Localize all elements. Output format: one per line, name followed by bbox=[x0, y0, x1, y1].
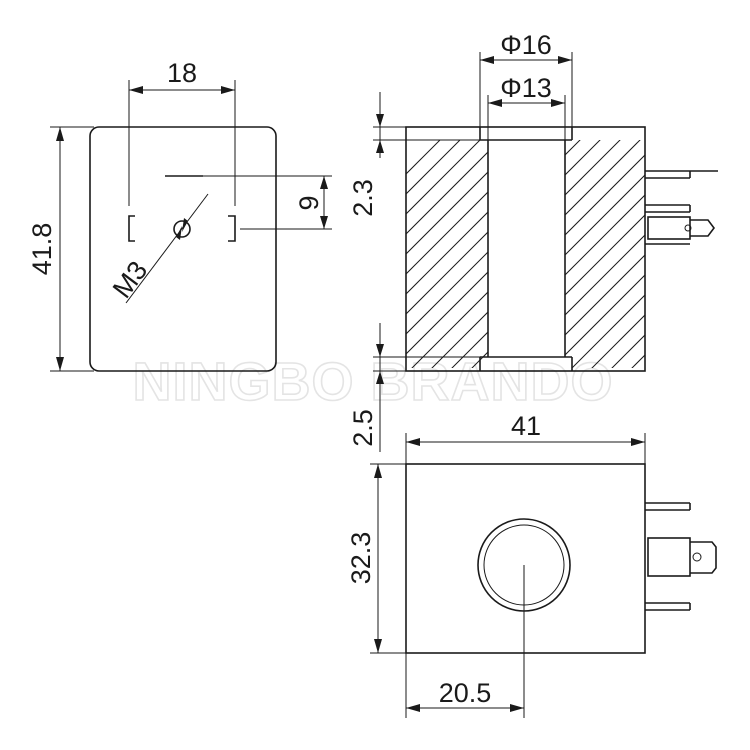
thread-label: M3 bbox=[107, 256, 154, 304]
bottom-recess-dimension: 2.5 bbox=[348, 409, 378, 447]
top-height-dimension: 32.3 bbox=[346, 532, 376, 585]
outer-bore-dimension: Φ16 bbox=[500, 30, 552, 60]
hatch-right bbox=[565, 140, 645, 368]
section-terminals bbox=[645, 170, 718, 245]
top-view: 41 32.3 20.5 bbox=[346, 411, 717, 718]
watermark: NINGBO BRANDO bbox=[133, 352, 614, 412]
front-view-outline bbox=[89, 126, 277, 372]
width-dimension: 18 bbox=[167, 58, 197, 88]
section-body-outline bbox=[405, 126, 646, 372]
section-view: Φ16 Φ13 2.3 2.5 bbox=[348, 30, 718, 452]
front-view: M3 18 41.8 9 bbox=[27, 58, 332, 372]
screw-hole bbox=[173, 220, 191, 238]
thread-leader-line bbox=[125, 193, 209, 304]
top-recess-dimension: 2.3 bbox=[348, 179, 378, 217]
inner-bore-dimension: Φ13 bbox=[500, 73, 552, 103]
height-dimension: 41.8 bbox=[27, 223, 57, 276]
center-offset-dimension: 20.5 bbox=[439, 678, 492, 708]
top-width-dimension: 41 bbox=[511, 411, 541, 441]
pin-offset-dimension: 9 bbox=[294, 195, 324, 210]
right-pin-bracket bbox=[228, 215, 236, 242]
left-pin-bracket bbox=[128, 215, 135, 242]
top-view-terminals bbox=[645, 502, 717, 611]
hatch-left bbox=[406, 140, 488, 368]
top-view-outline bbox=[405, 463, 646, 654]
